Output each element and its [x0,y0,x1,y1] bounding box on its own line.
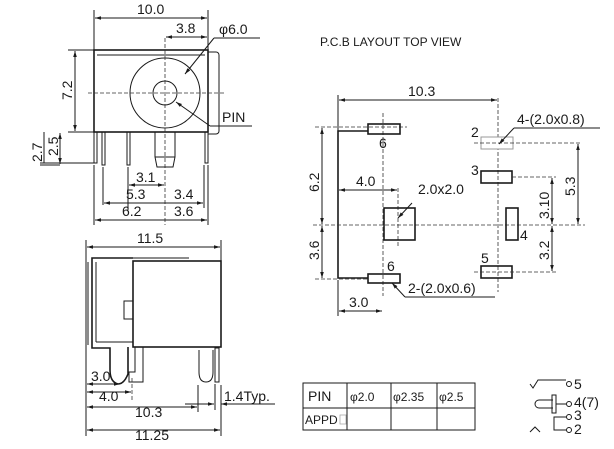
dim-2-7: 2.7 [29,142,45,162]
dim-7-2: 7.2 [59,80,75,100]
side-dim-4-0: 4.0 [99,388,119,404]
side-pin [198,350,214,383]
dim-3-6: 3.6 [174,203,194,219]
pcb-dim-5-3: 5.3 [562,176,578,196]
schematic-pin-label: 5 [574,376,582,392]
dim-5-3: 5.3 [126,186,146,202]
table-header: PIN [308,388,331,404]
side-pin [214,347,220,383]
front-pin [101,131,106,166]
switch-3-2 [553,416,566,431]
pad-6-bottom [367,273,401,284]
pcb-title: P.C.B LAYOUT TOP VIEW [320,35,462,49]
pad-2 [480,136,514,150]
pcb-layout: P.C.B LAYOUT TOP VIEW 10.3 6 2 3 4 5 6 2… [306,35,600,316]
plug-symbol [534,399,553,409]
pad-label: 3 [471,162,479,178]
table-header: φ2.5 [439,390,464,404]
side-dim-10-3: 10.3 [135,404,162,420]
pad-label: 2 [471,124,479,140]
table-header: φ2.35 [393,390,424,404]
side-dim-11-5: 11.5 [137,230,163,246]
center-pad-dim: 2.0x2.0 [418,181,464,197]
side-dim-1-4-typ: 1.4Typ. [224,388,270,404]
front-pin [93,131,98,164]
pad-3 [480,170,513,184]
schematic-pin-label: 4(7) [574,394,599,410]
dim-phi-6-0: φ6.0 [219,21,248,37]
pad-4 [505,207,519,241]
front-pin [204,131,209,164]
table-header: φ2.0 [350,390,375,404]
side-shell [91,257,133,385]
pad-note-top: 4-(2.0x0.8) [517,111,585,127]
dim-3-1: 3.1 [136,169,156,185]
front-view: 10.0 3.8 φ6.0 PIN 7.2 2.7 2.5 3.1 5.3 3.… [29,1,260,225]
pcb-dim-4-0: 4.0 [356,173,376,189]
pcb-dim-6-2: 6.2 [306,172,322,192]
pad-label: 6 [387,258,395,274]
switch-5 [529,379,566,389]
pin-label: PIN [222,109,245,125]
pad-note-bottom: 2-(2.0x0.6) [408,280,476,296]
side-pin [128,347,144,383]
pin-table: PIN φ2.0 φ2.35 φ2.5 APPD [302,382,476,431]
pad-label: 5 [481,250,489,266]
side-dim-11-25: 11.25 [135,427,169,443]
schematic-pin-label: 3 [574,407,582,423]
pcb-dim-3-6: 3.6 [306,240,322,260]
pad-label: 6 [379,135,387,151]
pad-label: 4 [520,227,528,243]
front-pin [126,131,131,166]
side-latch [123,300,134,320]
front-body [93,49,209,133]
dim-3-4: 3.4 [174,186,194,202]
dim-2-5: 2.5 [45,136,61,156]
pcb-outline [337,130,368,279]
dim-3-8: 3.8 [176,20,196,36]
schematic-pin-label: 2 [574,421,582,437]
jack-schematic: 5 4(7) 3 2 [529,376,599,437]
side-body [132,260,222,348]
checkbox-icon[interactable] [339,414,347,425]
table-row-label: APPD [305,413,338,427]
side-dim-3-0: 3.0 [91,368,111,384]
pcb-dim-10-3: 10.3 [408,83,435,99]
side-view: 11.5 3.0 4.0 10.3 11.25 1.4Typ. [85,230,275,443]
pcb-dim-3-2: 3.2 [536,240,552,260]
center-pad [383,207,416,241]
pcb-dim-3-0: 3.0 [349,294,369,310]
front-center-pin [154,132,176,168]
dim-6-2: 6.2 [122,203,142,219]
front-tab [208,51,220,135]
pad-6-top [367,123,401,135]
pcb-dim-3-10: 3.10 [536,192,552,219]
dim-10-0: 10.0 [137,1,164,17]
